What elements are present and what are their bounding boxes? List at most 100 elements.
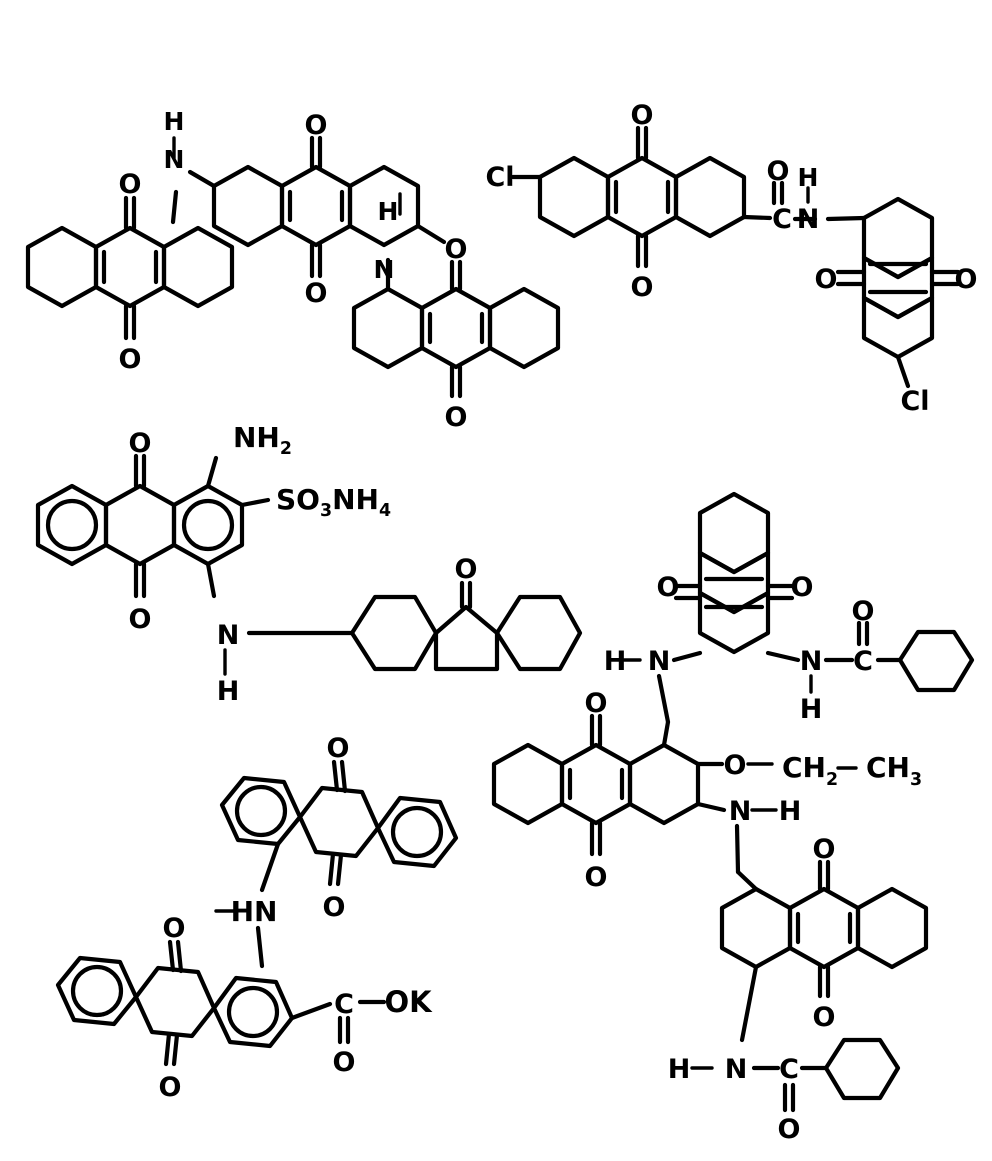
label-s2-o-bottom: O: [631, 272, 654, 303]
label-s1-h-right: H: [378, 197, 399, 226]
label-s4-h-left: H: [604, 646, 627, 677]
s4-cyclohexyl: [897, 629, 975, 693]
s6-hn-down: [255, 925, 265, 969]
label-s2-c-amide: C: [772, 204, 792, 235]
label-s5-ch3: CH3: [866, 751, 922, 790]
label-s6-ok: OK: [384, 985, 433, 1019]
label-s2-o-amide: O: [767, 156, 790, 187]
s6-lower-co2-b: [171, 1032, 180, 1067]
label-s6-hn: HN: [231, 895, 278, 928]
s4-ring-to-n2: [765, 650, 801, 663]
s3-ringA-aromatic-circle: [45, 498, 99, 552]
label-s4-n-right: N: [800, 646, 823, 677]
label-s3-nh2: NH2: [233, 421, 292, 459]
s1-ringC: [161, 225, 235, 309]
structure-2-chloroanthraquinone-carboxamide: [510, 125, 961, 389]
structure-1-bis-anthraquinonylamino-anthraquinone: [25, 135, 561, 399]
label-s3-o-top: O: [129, 428, 152, 459]
s1-c-to-n-right: [415, 223, 447, 245]
s6-upper-to-hn: [259, 841, 281, 893]
s5b-ring-to-n: [739, 964, 759, 1043]
label-s2-n-amide: N: [797, 204, 820, 235]
s3-fluorenone-ringC: [494, 594, 583, 672]
s2-ring-to-c: [741, 214, 773, 221]
label-s1-o-2: O: [119, 344, 142, 375]
label-s6-o-bottom2: O: [159, 1072, 182, 1103]
label-s1-o-4: O: [305, 278, 328, 309]
s6-lower-co2-a: [163, 1031, 172, 1067]
label-s4-n-left: N: [648, 646, 671, 677]
s6-lower-co1-b: [175, 939, 184, 974]
label-s5b-c: C: [779, 1054, 799, 1085]
label-s3-o-bottom: O: [129, 604, 152, 635]
label-s5-h: H: [779, 796, 802, 827]
label-s6-o-top: O: [327, 733, 350, 764]
label-s3-h: H: [217, 676, 240, 707]
label-s4-h-right: H: [800, 694, 823, 725]
label-s6-c: C: [334, 989, 354, 1020]
atom-labels: N H N H O O O O O O Cl Cl O O O C H N O …: [119, 100, 978, 1145]
s6-lower-co1-a: [167, 939, 176, 973]
label-s2-o-right: O: [955, 264, 978, 295]
s6-lower-ringC-aromatic: [226, 985, 280, 1039]
s4-n-down: [656, 673, 671, 725]
s4-n-to-ring: [671, 650, 703, 663]
label-s4-o-right: O: [791, 572, 814, 603]
s5b-cyclohexyl: [823, 1037, 901, 1101]
label-s1-n-left: N: [164, 145, 185, 174]
structure-4-anthraquinone-cyclohexanecarboxamide: [622, 491, 975, 725]
label-s5b-h: H: [668, 1054, 691, 1085]
label-s5b-o-bottom: O: [813, 1002, 836, 1033]
structure-6-anthraquinonylamino-anthraquinone-carboxylate: [55, 759, 459, 1067]
s6-upper-co2-a: [327, 851, 336, 887]
structure-3-amino-anthraquinone-sulfonate: [35, 453, 583, 676]
label-s5b-o-amide: O: [778, 1114, 801, 1145]
s3-nh2-bond: [205, 455, 219, 489]
label-s1-o-6: O: [445, 402, 468, 433]
label-s3-fluorenone-o: O: [455, 554, 478, 585]
s1-ringI: [487, 286, 561, 370]
label-s2-o-top: O: [631, 100, 654, 131]
s5-n-down: [734, 823, 741, 875]
s6-upper-co2-b: [335, 852, 344, 887]
s6-ring-to-c: [289, 1001, 333, 1021]
s1-n-to-central: [187, 169, 217, 189]
label-s6-o-dbl: O: [333, 1047, 356, 1078]
s2-ringF: [861, 295, 935, 360]
label-s3-so3nh4: SO3NH4: [276, 483, 391, 521]
label-s1-o-5: O: [445, 234, 468, 265]
s6-lower-ringA-aromatic: [70, 964, 124, 1018]
label-s5b-n: N: [725, 1054, 748, 1085]
s3-aq-to-n: [205, 561, 217, 599]
label-s5-o-top: O: [585, 688, 608, 719]
label-s2-h-amide: H: [798, 163, 819, 192]
label-s1-n-right: N: [374, 255, 395, 284]
label-s4-o-amide: O: [852, 596, 875, 627]
s3-fluorenone-ring5: [433, 604, 500, 672]
s5b-ringC: [855, 886, 929, 970]
label-s4-o-left: O: [657, 572, 680, 603]
label-s5-o-bottom: O: [585, 862, 608, 893]
label-s6-o-top2: O: [163, 913, 186, 944]
label-s1-o-1: O: [119, 169, 142, 200]
s2-n-to-aq: [825, 215, 867, 222]
label-s5-ch2: CH2: [782, 751, 838, 790]
s5-ring-to-upper-n: [661, 719, 671, 748]
s5-ring-to-n: [695, 801, 727, 813]
s3-so3-bond: [239, 497, 271, 508]
label-s2-cl-bottom: Cl: [900, 386, 929, 417]
label-s5-o-ether: O: [724, 750, 747, 781]
label-s3-n: N: [217, 620, 240, 651]
s6-upper-co1-b: [339, 759, 348, 794]
s5b-n-to-ring: [735, 869, 759, 892]
s6-upper-ringC-aromatic: [390, 805, 444, 859]
label-s4-c: C: [853, 646, 873, 677]
label-s5-n: N: [729, 796, 752, 827]
label-s1-h-left: H: [164, 107, 185, 136]
label-s1-o-3: O: [305, 110, 328, 141]
s4-ringC: [697, 590, 771, 655]
label-s5b-o-top: O: [813, 834, 836, 865]
s3-ringC-aromatic-circle: [181, 498, 235, 552]
